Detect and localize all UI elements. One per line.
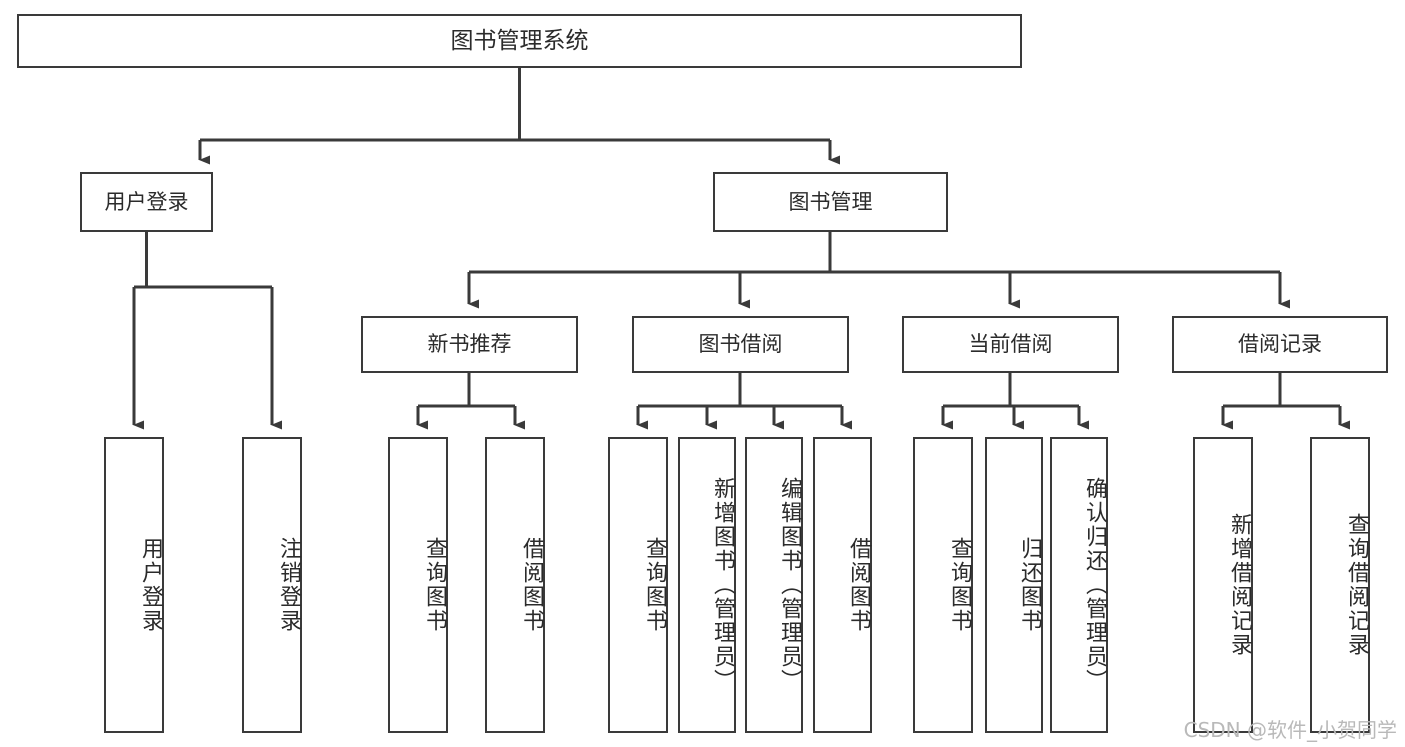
node-book-management[interactable]: 图书管理 — [713, 172, 948, 232]
node-label: 当前借阅 — [968, 332, 1053, 357]
node-label: 借阅图书 — [519, 537, 544, 633]
node-label: 查询借阅记录 — [1344, 513, 1369, 657]
node-label: 查询图书 — [422, 537, 447, 633]
node-book-borrow[interactable]: 图书借阅 — [632, 316, 849, 373]
node-label: 图书管理系统 — [450, 27, 589, 54]
node-label: 用户登录 — [104, 189, 189, 214]
leaf-logout[interactable]: 注销登录 — [242, 437, 302, 733]
node-label: 归还图书 — [1017, 537, 1042, 633]
node-borrow-record[interactable]: 借阅记录 — [1172, 316, 1388, 373]
node-label: 注销登录 — [276, 537, 301, 633]
node-label: 借阅图书 — [846, 537, 871, 633]
leaf-return-books[interactable]: 归还图书 — [985, 437, 1043, 733]
leaf-query-books-current[interactable]: 查询图书 — [913, 437, 973, 733]
node-label: 查询图书 — [947, 537, 972, 633]
leaf-query-books-recommend[interactable]: 查询图书 — [388, 437, 448, 733]
node-label: 新增图书（管理员） — [710, 477, 735, 693]
node-new-book-recommend[interactable]: 新书推荐 — [361, 316, 578, 373]
node-label: 编辑图书（管理员） — [777, 477, 802, 693]
node-label: 图书管理 — [788, 189, 873, 214]
node-label: 用户登录 — [138, 537, 163, 633]
node-label: 确认归还（管理员） — [1082, 477, 1107, 693]
node-current-borrow[interactable]: 当前借阅 — [902, 316, 1119, 373]
leaf-edit-book-admin[interactable]: 编辑图书（管理员） — [745, 437, 803, 733]
leaf-add-book-admin[interactable]: 新增图书（管理员） — [678, 437, 736, 733]
node-label: 图书借阅 — [698, 332, 783, 357]
watermark: CSDN @软件_小贺同学 — [1183, 718, 1397, 742]
node-label: 新书推荐 — [427, 332, 512, 357]
leaf-user-login[interactable]: 用户登录 — [104, 437, 164, 733]
node-label: 查询图书 — [642, 537, 667, 633]
node-root-system[interactable]: 图书管理系统 — [17, 14, 1022, 68]
leaf-query-borrow-record[interactable]: 查询借阅记录 — [1310, 437, 1370, 733]
node-label: 借阅记录 — [1238, 332, 1322, 357]
leaf-add-borrow-record[interactable]: 新增借阅记录 — [1193, 437, 1253, 733]
leaf-confirm-return-admin[interactable]: 确认归还（管理员） — [1050, 437, 1108, 733]
leaf-borrow-books-recommend[interactable]: 借阅图书 — [485, 437, 545, 733]
leaf-borrow-books[interactable]: 借阅图书 — [813, 437, 872, 733]
node-label: 新增借阅记录 — [1227, 513, 1252, 657]
node-user-login[interactable]: 用户登录 — [80, 172, 213, 232]
leaf-query-books-borrow[interactable]: 查询图书 — [608, 437, 668, 733]
